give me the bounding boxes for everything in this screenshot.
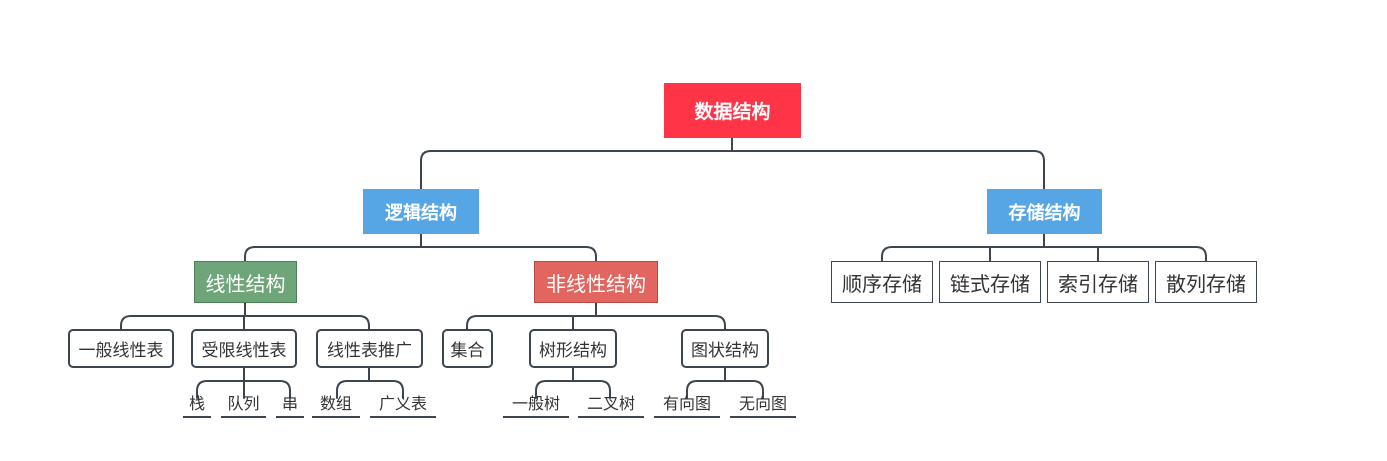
storage-structure-node[interactable]: 存储结构 — [987, 189, 1102, 234]
leaf-label: 队列 — [227, 394, 260, 413]
node-label: 线性表推广 — [327, 341, 412, 361]
storage-method-label: 索引存储 — [1058, 271, 1138, 296]
graph-structure-node[interactable]: 图状结构 — [681, 329, 769, 368]
node-label: 一般线性表 — [78, 341, 164, 361]
logical-structure-node[interactable]: 逻辑结构 — [363, 189, 479, 234]
string-leaf[interactable]: 串 — [276, 394, 304, 418]
leaf-label: 栈 — [188, 394, 205, 413]
root-label: 数据结构 — [694, 101, 771, 123]
leaf-label: 数组 — [319, 394, 352, 413]
restricted-linear-list-node[interactable]: 受限线性表 — [191, 329, 297, 368]
leaf-label: 有向图 — [662, 394, 711, 413]
linear-structure-label: 线性结构 — [205, 271, 286, 296]
binary-tree-leaf[interactable]: 二叉树 — [578, 394, 644, 418]
indexed-storage-node[interactable]: 索引存储 — [1047, 261, 1149, 303]
queue-leaf[interactable]: 队列 — [221, 394, 266, 418]
node-label: 受限线性表 — [201, 341, 287, 361]
linear-structure-node[interactable]: 线性结构 — [194, 261, 297, 303]
undirected-graph-leaf[interactable]: 无向图 — [730, 394, 796, 418]
general-tree-leaf[interactable]: 一般树 — [503, 394, 569, 418]
leaf-label: 串 — [281, 394, 298, 413]
sequential-storage-node[interactable]: 顺序存储 — [831, 261, 933, 303]
root-node[interactable]: 数据结构 — [664, 83, 801, 138]
storage-structure-label: 存储结构 — [1008, 202, 1081, 224]
stack-leaf[interactable]: 栈 — [183, 394, 211, 418]
node-label: 图状结构 — [691, 341, 759, 361]
leaf-label: 无向图 — [738, 394, 787, 413]
generalized-list-leaf[interactable]: 广义表 — [370, 394, 436, 418]
node-label: 树形结构 — [539, 341, 607, 361]
linear-list-generalization-node[interactable]: 线性表推广 — [316, 329, 423, 368]
array-leaf[interactable]: 数组 — [312, 394, 360, 418]
storage-method-label: 散列存储 — [1166, 271, 1246, 296]
linked-storage-node[interactable]: 链式存储 — [939, 261, 1041, 303]
storage-method-label: 顺序存储 — [842, 271, 922, 296]
general-linear-list-node[interactable]: 一般线性表 — [68, 329, 174, 368]
storage-method-label: 链式存储 — [950, 271, 1030, 296]
node-label: 集合 — [450, 341, 485, 361]
logical-structure-label: 逻辑结构 — [385, 202, 457, 224]
leaf-label: 二叉树 — [586, 394, 635, 413]
directed-graph-leaf[interactable]: 有向图 — [654, 394, 720, 418]
leaf-label: 一般树 — [511, 394, 560, 413]
leaf-label: 广义表 — [378, 394, 427, 413]
nonlinear-structure-label: 非线性结构 — [546, 271, 646, 296]
set-node[interactable]: 集合 — [442, 329, 493, 368]
hash-storage-node[interactable]: 散列存储 — [1155, 261, 1257, 303]
tree-structure-node[interactable]: 树形结构 — [529, 329, 617, 368]
nonlinear-structure-node[interactable]: 非线性结构 — [534, 261, 658, 303]
